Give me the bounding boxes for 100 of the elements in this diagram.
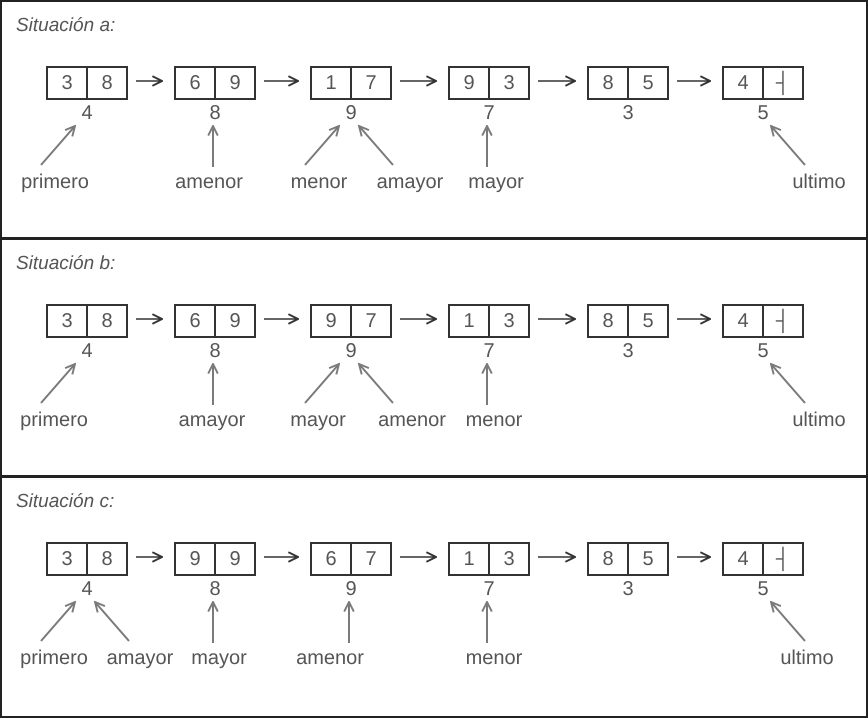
pointer-label: menor [454, 408, 534, 432]
arrow [304, 125, 340, 166]
node-value: 6 [188, 309, 202, 334]
node-pointer: ┤ [762, 306, 802, 336]
node-address: 9 [345, 339, 357, 364]
node-value: 9 [188, 547, 202, 572]
arrow [770, 601, 806, 642]
node-pointer: 8 [86, 544, 126, 574]
pointer-label: amayor [172, 408, 252, 432]
arrow [207, 601, 219, 643]
arrow [481, 125, 493, 167]
arrow [400, 551, 437, 563]
arrow [40, 125, 76, 166]
node-value: 1 [462, 547, 476, 572]
pointer-label: mayor [456, 170, 536, 194]
arrow [136, 313, 163, 325]
pointer-label: primero [14, 646, 94, 670]
arrow [94, 601, 130, 642]
arrow [264, 313, 299, 325]
node-pointer: ┤ [762, 68, 802, 98]
pointer-label: primero [15, 170, 95, 194]
node-address: 7 [483, 339, 495, 364]
node-pointer: 9 [214, 68, 254, 98]
node-pointer: 8 [86, 68, 126, 98]
arrow [400, 75, 437, 87]
arrow [770, 125, 806, 166]
arrow [207, 363, 219, 405]
node-address: 3 [622, 577, 634, 602]
arrow [304, 363, 340, 404]
node-pointer: ┤ [762, 544, 802, 574]
node-pointer: 9 [214, 544, 254, 574]
panel-title: Situación b: [16, 252, 116, 276]
arrow [40, 363, 76, 404]
pointer-label: amayor [100, 646, 180, 670]
arrow [343, 601, 355, 643]
arrow [481, 363, 493, 405]
node-pointer: 5 [627, 68, 667, 98]
arrow [358, 363, 394, 404]
node-value: 9 [324, 309, 338, 334]
node-value: 3 [60, 309, 74, 334]
node-address: 8 [209, 339, 221, 364]
node-address: 4 [81, 577, 93, 602]
node-value: 1 [324, 71, 338, 96]
node-value: 3 [60, 547, 74, 572]
pointer-label: amenor [372, 408, 452, 432]
node-pointer: 3 [488, 306, 528, 336]
arrow [136, 551, 163, 563]
node-value: 4 [736, 547, 750, 572]
arrow [481, 601, 493, 643]
node-address: 5 [757, 339, 769, 364]
pointer-label: ultimo [767, 646, 847, 670]
pointer-label: amenor [169, 170, 249, 194]
node-pointer: 7 [350, 68, 390, 98]
node-address: 3 [622, 339, 634, 364]
arrow [136, 75, 163, 87]
node-pointer: 5 [627, 306, 667, 336]
pointer-label: ultimo [779, 408, 859, 432]
node-pointer: 3 [488, 544, 528, 574]
node-pointer: 9 [214, 306, 254, 336]
node-value: 8 [601, 309, 615, 334]
arrow [207, 125, 219, 167]
pointer-label: mayor [278, 408, 358, 432]
node-address: 8 [209, 577, 221, 602]
scenario-panel [0, 0, 868, 239]
arrow [400, 313, 437, 325]
node-address: 9 [345, 101, 357, 126]
arrow [677, 551, 711, 563]
node-value: 8 [601, 547, 615, 572]
node-address: 4 [81, 339, 93, 364]
node-value: 3 [60, 71, 74, 96]
pointer-label: amenor [290, 646, 370, 670]
node-pointer: 7 [350, 544, 390, 574]
node-address: 9 [345, 577, 357, 602]
pointer-label: amayor [370, 170, 450, 194]
node-pointer: 8 [86, 306, 126, 336]
node-pointer: 3 [488, 68, 528, 98]
node-value: 6 [188, 71, 202, 96]
pointer-label: menor [279, 170, 359, 194]
node-address: 5 [757, 577, 769, 602]
node-address: 8 [209, 101, 221, 126]
node-value: 4 [736, 309, 750, 334]
arrow [677, 313, 711, 325]
pointer-label: ultimo [779, 170, 859, 194]
node-value: 1 [462, 309, 476, 334]
node-value: 6 [324, 547, 338, 572]
node-address: 5 [757, 101, 769, 126]
panel-title: Situación c: [16, 490, 114, 514]
arrow [40, 601, 76, 642]
scenario-panel [0, 238, 868, 477]
arrow [538, 75, 576, 87]
node-value: 9 [462, 71, 476, 96]
node-pointer: 7 [350, 306, 390, 336]
arrow [770, 363, 806, 404]
pointer-label: primero [14, 408, 94, 432]
node-address: 7 [483, 577, 495, 602]
arrow [677, 75, 711, 87]
arrow [358, 125, 394, 166]
node-pointer: 5 [627, 544, 667, 574]
node-address: 7 [483, 101, 495, 126]
node-address: 4 [81, 101, 93, 126]
